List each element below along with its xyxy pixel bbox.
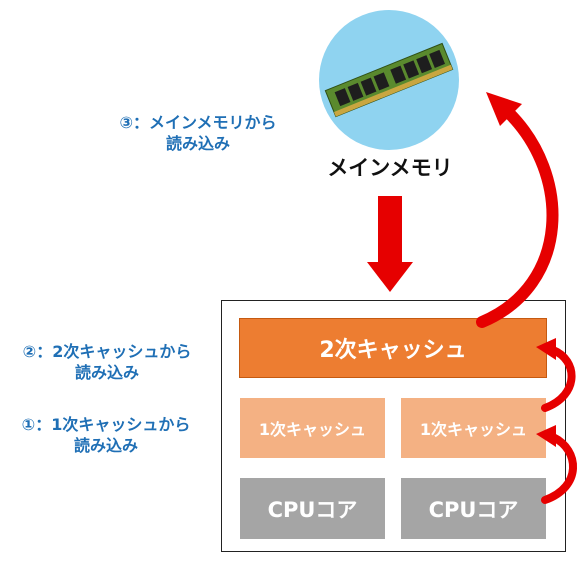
step3-note: ③：メインメモリから 読み込み [98, 112, 298, 154]
memory-module-image [319, 10, 459, 150]
down-arrow [367, 196, 413, 292]
cpu-core-right: CPUコア [401, 478, 546, 539]
step2-note-line1: ②：2次キャッシュから [22, 342, 192, 361]
step1-note-line2: 読み込み [73, 436, 138, 455]
step1-note-line1: ①：1次キャッシュから [21, 415, 191, 434]
step3-note-line2: 読み込み [165, 134, 230, 153]
l1-cache-right: 1次キャッシュ [401, 398, 546, 458]
main-memory-label: メインメモリ [327, 156, 453, 180]
step2-note: ②：2次キャッシュから 読み込み [6, 341, 208, 383]
arc-arrow-core-to-l1 [536, 425, 578, 504]
l2-cache: 2次キャッシュ [239, 318, 547, 378]
step3-note-line1: ③：メインメモリから [119, 113, 277, 132]
cpu-core-left: CPUコア [240, 478, 385, 539]
step2-note-line2: 読み込み [74, 363, 139, 382]
step1-note: ①：1次キャッシュから 読み込み [6, 414, 206, 456]
arc-arrow-l1-to-l2 [536, 338, 576, 412]
l1-cache-left: 1次キャッシュ [240, 398, 385, 458]
arc-arrow-l2-to-memory [476, 92, 559, 328]
